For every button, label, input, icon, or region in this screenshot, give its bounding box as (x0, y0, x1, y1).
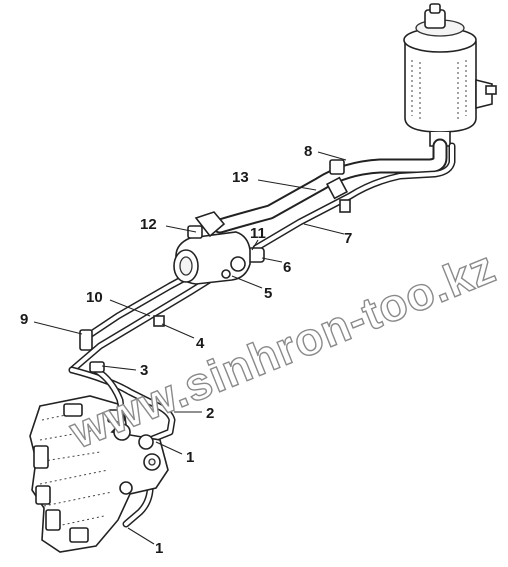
callout-13: 13 (232, 169, 249, 186)
steering-gearbox (29, 395, 169, 553)
steering-pump (173, 211, 251, 285)
callout-12: 12 (140, 216, 157, 233)
callout-1-lower: 1 (155, 540, 163, 557)
leader-lines (33, 151, 347, 545)
callout-1-upper: 1 (186, 449, 194, 466)
callout-4: 4 (196, 335, 205, 352)
callout-10: 10 (86, 289, 103, 306)
callout-9: 9 (20, 311, 28, 328)
callout-3: 3 (140, 362, 148, 379)
callout-8: 8 (304, 143, 312, 160)
callout-6: 6 (283, 259, 291, 276)
reservoir-tank (403, 3, 497, 147)
line-clamps (79, 159, 351, 373)
callout-labels: 8 13 12 11 7 6 5 10 9 4 3 2 1 1 (20, 143, 352, 557)
callout-5: 5 (264, 285, 272, 302)
tube-lines (68, 138, 456, 528)
callout-11: 11 (250, 225, 266, 242)
callout-7: 7 (344, 230, 352, 247)
callout-2: 2 (206, 405, 214, 422)
